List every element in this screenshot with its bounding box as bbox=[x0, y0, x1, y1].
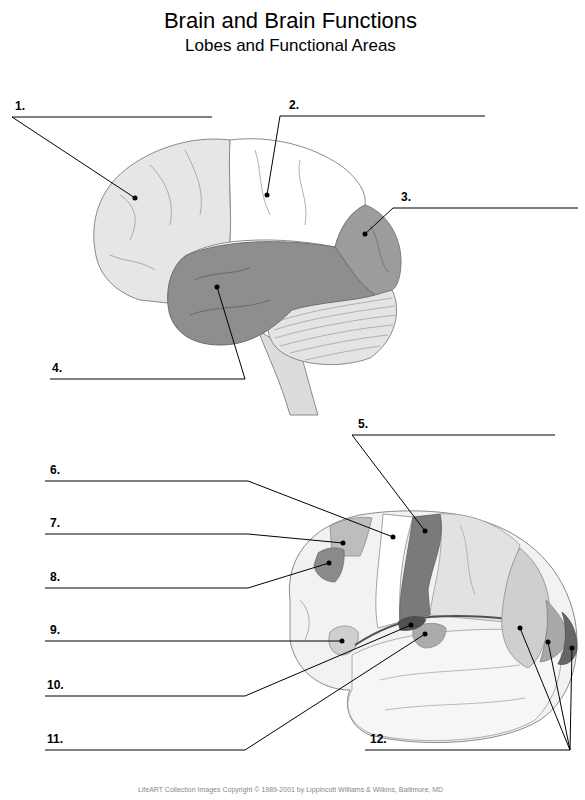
leader-line bbox=[267, 116, 280, 195]
leader-line bbox=[248, 481, 393, 537]
label-line bbox=[45, 641, 342, 642]
cerebellum-fold bbox=[305, 346, 380, 360]
target-dot bbox=[409, 623, 414, 628]
callout-number: 10. bbox=[47, 679, 64, 693]
gyrus-line bbox=[460, 525, 475, 595]
callout-number: 6. bbox=[50, 464, 60, 478]
frontal-area bbox=[314, 548, 344, 582]
callout-number: 4. bbox=[52, 362, 62, 376]
gyrus-line bbox=[190, 300, 270, 315]
gyrus-line bbox=[385, 698, 525, 710]
gyrus-line bbox=[150, 165, 171, 225]
leader-line bbox=[548, 642, 570, 750]
gyrus-line bbox=[120, 195, 135, 240]
leader-line bbox=[245, 634, 425, 750]
target-dot bbox=[133, 196, 138, 201]
gyrus-line bbox=[380, 665, 520, 680]
callout-number: 9. bbox=[50, 624, 60, 638]
gyrus-line bbox=[195, 268, 250, 280]
target-dot bbox=[363, 232, 368, 237]
leader-line bbox=[365, 208, 393, 234]
cerebrum-outline bbox=[289, 511, 577, 743]
label-line bbox=[45, 750, 245, 751]
leader-line bbox=[12, 117, 135, 198]
gyrus-line bbox=[255, 150, 270, 215]
target-dot bbox=[518, 626, 523, 631]
callout-number: 11. bbox=[47, 733, 63, 747]
callout-number: 3. bbox=[401, 191, 411, 205]
label-line bbox=[12, 117, 212, 118]
callout-number: 7. bbox=[50, 517, 60, 531]
target-dot bbox=[215, 285, 220, 290]
label-line bbox=[45, 481, 248, 482]
label-line bbox=[45, 696, 245, 697]
label-line bbox=[280, 116, 485, 117]
title: Brain and Brain Functions bbox=[0, 8, 583, 33]
leader-line bbox=[352, 435, 425, 531]
label-line bbox=[45, 534, 248, 535]
leader-line bbox=[248, 534, 343, 543]
target-dot bbox=[423, 529, 428, 534]
label-line bbox=[365, 750, 570, 751]
callout-number: 12. bbox=[370, 733, 387, 747]
target-dot bbox=[341, 541, 346, 546]
label-line bbox=[50, 379, 245, 380]
leader-line bbox=[520, 628, 570, 750]
subtitle: Lobes and Functional Areas bbox=[0, 36, 583, 56]
leader-line bbox=[248, 563, 329, 588]
callout-number: 2. bbox=[289, 99, 299, 113]
target-dot bbox=[327, 561, 332, 566]
primary-visual-area bbox=[558, 612, 577, 664]
leader-line bbox=[570, 648, 572, 750]
gyrus-line bbox=[185, 150, 201, 215]
target-dot bbox=[570, 646, 575, 651]
target-dot bbox=[340, 639, 345, 644]
gyrus-line bbox=[299, 160, 306, 225]
label-line bbox=[352, 435, 555, 436]
target-dot bbox=[265, 193, 270, 198]
target-dot bbox=[391, 535, 396, 540]
visual-association-area bbox=[502, 548, 550, 668]
temporal-lobe bbox=[168, 242, 375, 345]
copyright-note: LifeART Collection Images Copyright © 19… bbox=[0, 786, 583, 794]
cerebellum-fold bbox=[290, 335, 388, 353]
target-dot bbox=[423, 632, 428, 637]
motor-strip bbox=[400, 514, 442, 622]
callout-number: 1. bbox=[15, 100, 25, 114]
callout-number: 8. bbox=[50, 571, 60, 585]
gyrus-line bbox=[300, 600, 309, 640]
label-line bbox=[393, 208, 578, 209]
leader-line bbox=[217, 287, 245, 379]
label-line bbox=[45, 588, 248, 589]
gyrus-line bbox=[110, 255, 155, 270]
gyrus-line bbox=[370, 225, 388, 272]
callout-number: 5. bbox=[358, 418, 368, 432]
leader-line bbox=[245, 625, 411, 696]
target-dot bbox=[546, 640, 551, 645]
